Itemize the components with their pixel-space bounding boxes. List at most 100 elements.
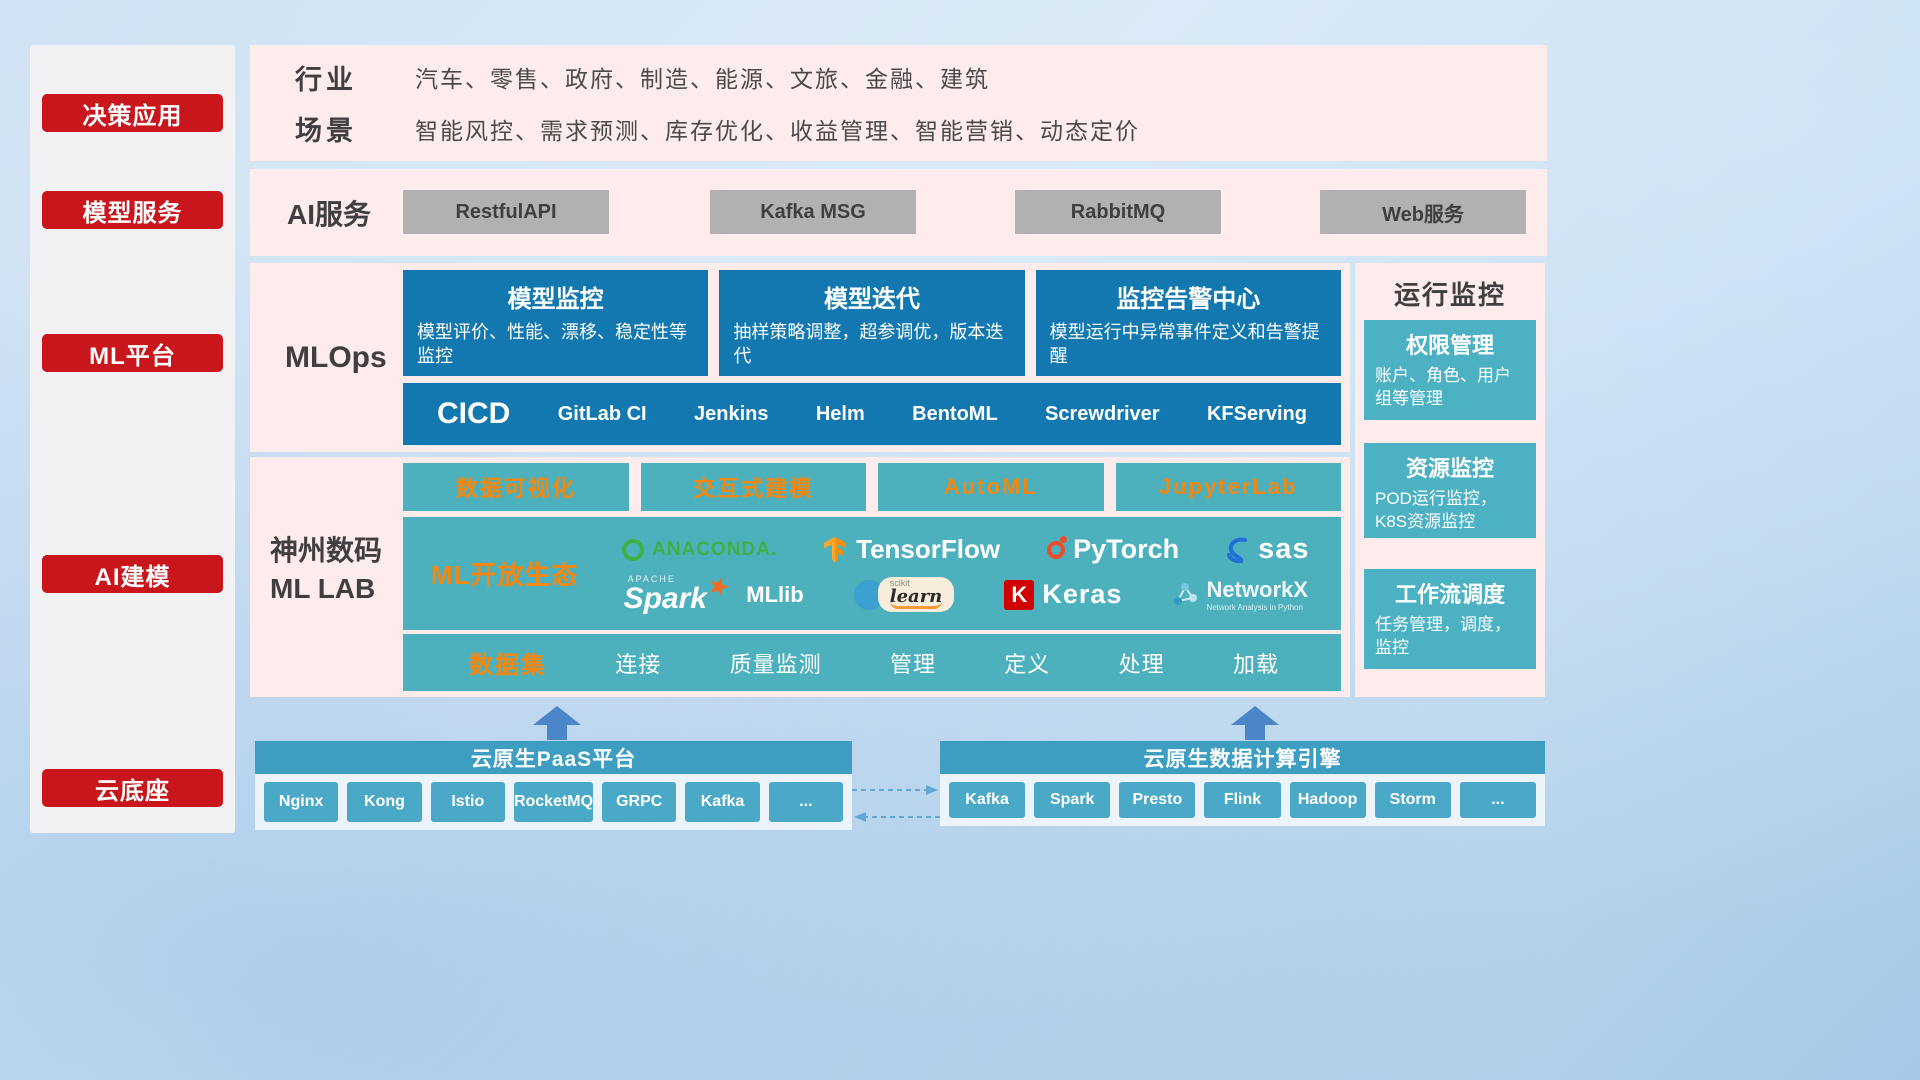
networkx-logo: NetworkX Network Analysis in Python: [1172, 577, 1308, 612]
workflow-scheduler-card: 工作流调度 任务管理，调度，监控: [1364, 569, 1536, 669]
ai-service-panel: AI服务 RestfulAPI Kafka MSG RabbitMQ Web服务: [250, 169, 1547, 256]
card-desc: 任务管理，调度，监控: [1375, 615, 1511, 657]
tensorflow-logo: TensorFlow: [824, 534, 1000, 565]
paas-platform-header: 云原生PaaS平台: [255, 741, 852, 774]
networkx-graph-icon: [1174, 583, 1198, 606]
screwdriver-item: Screwdriver: [1045, 402, 1160, 425]
sidebar-item-ml-platform: ML平台: [42, 334, 223, 372]
ml-lab-panel: 神州数码 ML LAB 数据可视化 交互式建模 AutoML JupyterLa…: [250, 457, 1350, 697]
apache-label: APACHE: [627, 574, 676, 584]
card-title: 权限管理: [1405, 333, 1494, 358]
model-monitoring-card: 模型监控 模型评价、性能、漂移、稳定性等监控: [403, 270, 709, 376]
industry-label: 行业: [295, 64, 357, 95]
model-iteration-card: 模型迭代 抽样策略调整，超参调优，版本迭代: [719, 270, 1025, 376]
card-desc: 抽样策略调整，超参调优，版本迭代: [733, 322, 1004, 367]
sidebar-item-decision-apps: 决策应用: [42, 94, 223, 132]
cicd-bar: CICD GitLab CI Jenkins Helm BentoML Scre…: [403, 383, 1341, 445]
anaconda-icon: [622, 538, 645, 561]
paas-platform-chips: Nginx Kong Istio RocketMQ GRPC Kafka ...: [255, 774, 852, 830]
kafka-msg-box: Kafka MSG: [710, 190, 916, 234]
pytorch-logo: PyTorch: [1047, 534, 1179, 565]
nginx-chip: Nginx: [264, 782, 339, 822]
gitlab-ci-item: GitLab CI: [557, 402, 647, 425]
restfulapi-box: RestfulAPI: [403, 190, 609, 234]
rabbitmq-box: RabbitMQ: [1015, 190, 1221, 234]
scene-label: 场景: [295, 116, 357, 147]
tensorflow-icon: [824, 536, 847, 563]
logo-row-bottom: APACHE Spark ★ MLlib scikit learn: [599, 568, 1333, 615]
dataset-label: 数据集: [469, 652, 547, 679]
ml-lab-tools-row: 数据可视化 交互式建模 AutoML JupyterLab: [403, 463, 1341, 511]
card-desc: 模型评价、性能、漂移、稳定性等监控: [417, 322, 687, 367]
anaconda-logo: ANACONDA.: [622, 538, 777, 561]
kfserving-item: KFServing: [1206, 402, 1307, 425]
dataset-quality: 质量监测: [729, 651, 822, 677]
hadoop-chip: Hadoop: [1289, 782, 1366, 818]
interactive-modeling-chip: 交互式建模: [640, 463, 866, 511]
web-service-box: Web服务: [1320, 190, 1526, 234]
sidebar-item-cloud-base: 云底座: [42, 769, 223, 807]
sas-swirl-icon: [1227, 537, 1248, 563]
more-chip: ...: [768, 782, 843, 822]
kafka-chip: Kafka: [949, 782, 1026, 818]
helm-item: Helm: [815, 402, 865, 425]
cicd-label: CICD: [437, 397, 511, 430]
spark-mllib-logo: APACHE Spark ★ MLlib: [623, 568, 804, 615]
automl-chip: AutoML: [878, 463, 1104, 511]
data-engine-header: 云原生数据计算引擎: [940, 741, 1545, 774]
industry-list: 汽车、零售、政府、制造、能源、文旅、金融、建筑: [415, 66, 990, 93]
card-desc: POD运行监控，K8S资源监控: [1375, 489, 1497, 531]
run-monitor-title: 运行监控: [1393, 280, 1506, 310]
data-visualization-chip: 数据可视化: [403, 463, 629, 511]
dataset-connect: 连接: [615, 651, 662, 677]
keras-logo: K Keras: [1004, 579, 1122, 610]
mlops-label: MLOps: [285, 340, 387, 374]
dataset-bar: 数据集 连接 质量监测 管理 定义 处理 加载: [403, 634, 1341, 691]
alert-center-card: 监控告警中心 模型运行中异常事件定义和告警提醒: [1035, 270, 1341, 376]
card-title: 工作流调度: [1394, 582, 1505, 607]
card-title: 模型监控: [507, 286, 604, 313]
ml-open-ecosystem-label: ML开放生态: [431, 560, 579, 590]
presto-chip: Presto: [1119, 782, 1196, 818]
up-arrow-left: [533, 706, 581, 740]
storm-chip: Storm: [1374, 782, 1451, 818]
scene-list: 智能风控、需求预测、库存优化、收益管理、智能营销、动态定价: [415, 117, 1140, 144]
left-sidebar: 决策应用 模型服务 ML平台 AI建模 云底座: [30, 45, 235, 833]
sas-logo: sas: [1226, 533, 1309, 566]
grpc-chip: GRPC: [602, 782, 677, 822]
scene-row: 场景 智能风控、需求预测、库存优化、收益管理、智能营销、动态定价: [250, 109, 1547, 148]
more-chip: ...: [1459, 782, 1536, 818]
ml-lab-label-line1: 神州数码: [270, 535, 383, 566]
ml-lab-label: 神州数码 ML LAB: [270, 532, 382, 608]
up-arrow-right: [1231, 706, 1279, 740]
mlops-panel: MLOps 模型监控 模型评价、性能、漂移、稳定性等监控 模型迭代 抽样策略调整…: [250, 263, 1350, 452]
ml-open-ecosystem-box: ML开放生态 ANACONDA. TensorFlow: [403, 517, 1341, 630]
rocketmq-chip: RocketMQ: [513, 782, 594, 822]
flink-chip: Flink: [1204, 782, 1281, 818]
keras-k-icon: K: [1004, 579, 1035, 610]
jupyterlab-chip: JupyterLab: [1115, 463, 1341, 511]
spark-chip: Spark: [1034, 782, 1111, 818]
dataset-process: 处理: [1118, 651, 1165, 677]
card-title: 监控告警中心: [1116, 286, 1261, 313]
ai-service-label: AI服务: [287, 198, 372, 230]
kong-chip: Kong: [347, 782, 422, 822]
permission-mgmt-card: 权限管理 账户、角色、用户组等管理: [1364, 320, 1536, 420]
dataset-manage: 管理: [889, 651, 936, 677]
ecosystem-logos: ANACONDA. TensorFlow PyTorch: [599, 533, 1341, 614]
bentoml-item: BentoML: [912, 402, 998, 425]
scikit-learn-logo: scikit learn: [853, 577, 955, 612]
logo-row-top: ANACONDA. TensorFlow PyTorch: [599, 533, 1333, 566]
card-desc: 账户、角色、用户组等管理: [1375, 366, 1511, 408]
mlops-cards: 模型监控 模型评价、性能、漂移、稳定性等监控 模型迭代 抽样策略调整，超参调优，…: [403, 270, 1341, 376]
resource-monitor-card: 资源监控 POD运行监控，K8S资源监控: [1364, 443, 1536, 538]
industry-scene-panel: 行业 汽车、零售、政府、制造、能源、文旅、金融、建筑 场景 智能风控、需求预测、…: [250, 45, 1547, 161]
data-flow-arrows: [852, 785, 940, 822]
spark-star-icon: ★: [703, 568, 735, 604]
run-monitor-panel: 运行监控 权限管理 账户、角色、用户组等管理 资源监控 POD运行监控，K8S资…: [1355, 263, 1545, 697]
card-desc: 模型运行中异常事件定义和告警提醒: [1049, 322, 1320, 367]
ml-lab-label-line2: ML LAB: [270, 572, 376, 604]
card-title: 模型迭代: [823, 286, 920, 313]
jenkins-item: Jenkins: [693, 402, 769, 425]
